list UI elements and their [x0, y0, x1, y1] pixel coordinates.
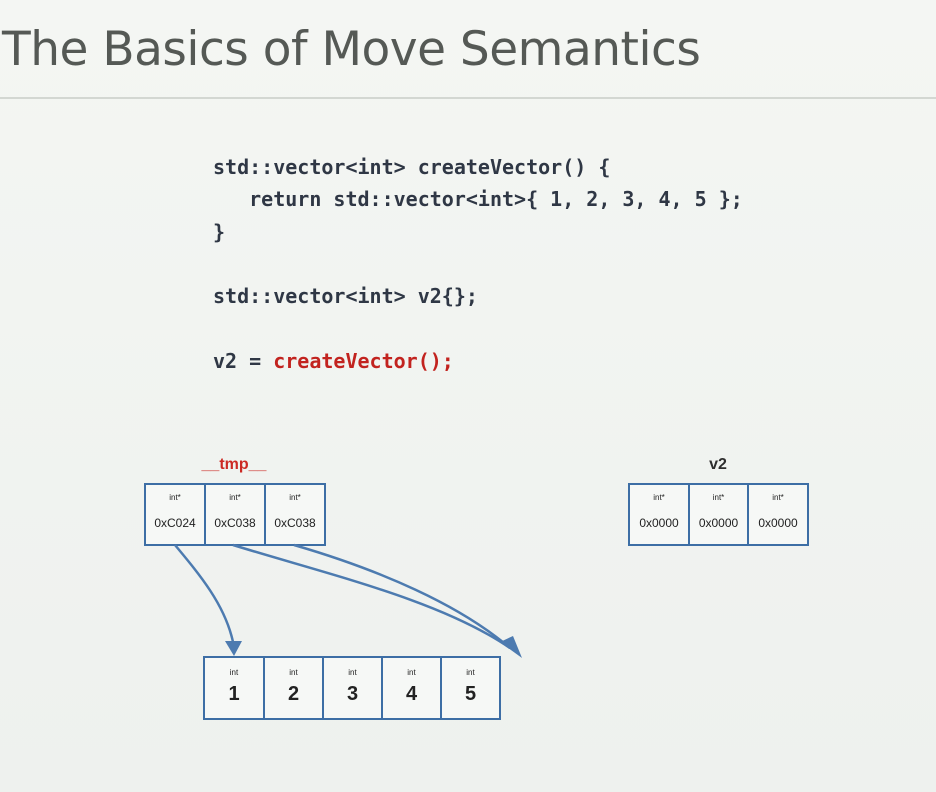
cell-value: 0x0000: [639, 516, 679, 530]
cell-value: 0xC038: [214, 516, 256, 530]
code-line-4: std::vector<int> v2{};: [213, 284, 478, 308]
code-line-5: v2 = createVector();: [213, 351, 454, 371]
cell-type: int*: [229, 493, 241, 502]
begin-pointer-arrow: [174, 544, 235, 643]
array-cell: int 2: [265, 658, 324, 718]
capacity-pointer-arrow: [293, 543, 511, 649]
cell-type: int: [289, 668, 298, 677]
v2-cell-capacity: int* 0x0000: [749, 485, 807, 544]
begin-arrowhead: [225, 641, 242, 656]
title-divider: [0, 97, 936, 99]
tmp-cell-begin: int* 0xC024: [146, 485, 206, 544]
cell-value: 3: [346, 683, 359, 705]
heap-int-array: int 1 int 2 int 3 int 4 int 5: [203, 656, 501, 720]
cell-value: 4: [405, 683, 418, 705]
tmp-cell-capacity: int* 0xC038: [266, 485, 324, 544]
v2-cell-end: int* 0x0000: [690, 485, 749, 544]
cell-type: int*: [169, 493, 181, 502]
array-cell: int 5: [442, 658, 499, 718]
cell-value: 0xC038: [274, 516, 316, 530]
code-line-3: }: [213, 220, 226, 244]
end-arrowhead: [500, 636, 522, 658]
slide-title: The Basics of Move Semantics: [2, 22, 701, 77]
tmp-label: __tmp__: [201, 456, 267, 473]
cell-value: 2: [287, 683, 300, 705]
create-vector-call: createVector();: [273, 349, 454, 373]
cell-value: 1: [228, 683, 240, 705]
cell-type: int*: [653, 493, 665, 502]
v2-cell-begin: int* 0x0000: [630, 485, 690, 544]
array-cell: int 4: [383, 658, 442, 718]
v2-label: v2: [709, 456, 727, 473]
cell-type: int: [407, 668, 416, 677]
code-line-5-prefix: v2 =: [213, 349, 274, 373]
cell-type: int*: [289, 493, 301, 502]
code-line-1: std::vector<int> createVector() {: [213, 155, 611, 179]
v2-vector-box: int* 0x0000 int* 0x0000 int* 0x0000: [628, 483, 809, 546]
code-line-2: return std::vector<int>{ 1, 2, 3, 4, 5 }…: [213, 187, 743, 211]
cell-value: 0x0000: [698, 516, 739, 530]
array-cell: int 3: [324, 658, 383, 718]
cell-value: 5: [464, 683, 477, 705]
array-cell: int 1: [205, 658, 265, 718]
end-pointer-arrow: [232, 543, 511, 650]
cell-type: int*: [772, 493, 784, 502]
cell-type: int: [229, 668, 239, 677]
tmp-vector-box: int* 0xC024 int* 0xC038 int* 0xC038: [144, 483, 326, 546]
tmp-cell-end: int* 0xC038: [206, 485, 266, 544]
cell-value: 0x0000: [758, 516, 798, 530]
cell-value: 0xC024: [154, 516, 196, 530]
cell-type: int*: [712, 493, 725, 502]
cell-type: int: [348, 668, 357, 677]
cell-type: int: [466, 668, 475, 677]
